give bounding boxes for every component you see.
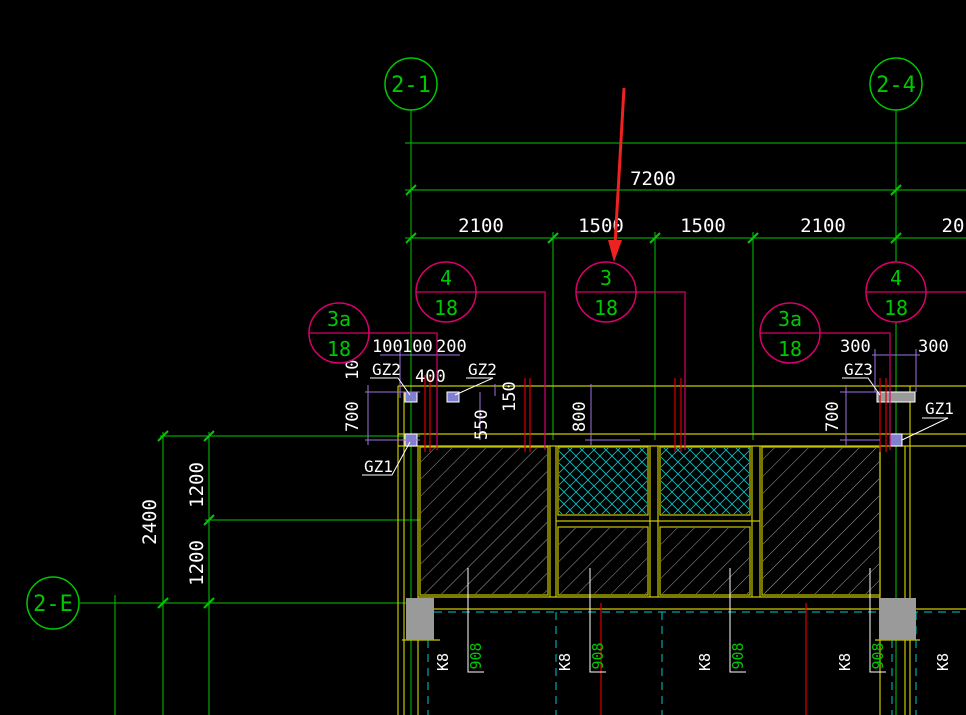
detail-callout-5[interactable]: 418 <box>865 261 966 323</box>
beam-leader <box>869 568 886 673</box>
beam-value-label: 908 <box>869 642 887 669</box>
gz-columns <box>404 391 916 447</box>
dim-1500-b: 1500 <box>680 215 726 237</box>
axis-bubble-2-e[interactable]: 2-E <box>26 576 80 630</box>
dimension-text-left: 1200 1200 2400 <box>139 462 208 586</box>
beam-k8-label: K8 <box>434 653 452 671</box>
callout-number: 4 <box>440 266 452 290</box>
beam-leader <box>467 568 484 673</box>
beam-leader <box>589 568 606 673</box>
dim-7200: 7200 <box>630 168 676 190</box>
gz2-left-box <box>404 391 418 403</box>
beam-k8-label: K8 <box>696 653 714 671</box>
dim-700-a: 700 <box>343 401 363 432</box>
hatched-panel <box>559 528 647 594</box>
column-tags: GZ2 GZ2 GZ1 GZ3 GZ1 <box>362 360 954 476</box>
callout-sheet: 18 <box>594 296 618 320</box>
dim-1200-upper: 1200 <box>186 462 208 508</box>
red-arrow-annotation <box>608 87 626 262</box>
axis-bubble-2-1[interactable]: 2-1 <box>384 57 438 111</box>
dimension-text-top: 7200 2100 1500 1500 2100 20 <box>458 168 964 237</box>
hatched-panel <box>421 448 547 594</box>
beam-label-4[interactable]: K8 908 <box>836 568 887 673</box>
callout-leader <box>820 332 891 450</box>
axis-label: 2-4 <box>876 73 916 98</box>
callout-number: 3a <box>327 307 351 331</box>
beam-k8-label: K8 <box>556 653 574 671</box>
column-block-right <box>879 598 916 640</box>
cross-hatched-panel <box>661 448 749 514</box>
beam-label-1[interactable]: K8 908 <box>434 568 485 673</box>
callout-leader <box>476 291 546 450</box>
dim-800: 800 <box>570 401 590 432</box>
dim-700-b: 700 <box>823 401 843 432</box>
dim-2100-a: 2100 <box>458 215 504 237</box>
tag-gz1-right[interactable]: GZ1 <box>925 399 954 418</box>
beam-value-label: 908 <box>589 642 607 669</box>
tag-gz2-left[interactable]: GZ2 <box>372 360 401 379</box>
callout-sheet: 18 <box>434 296 458 320</box>
dim-100-b: 100 <box>402 337 433 357</box>
beam-label-2[interactable]: K8 908 <box>556 568 607 673</box>
hatched-panel <box>763 448 879 594</box>
dim-550: 550 <box>472 409 492 440</box>
axis-bubble-2-4[interactable]: 2-4 <box>869 57 923 111</box>
beam-k8-label: K8 <box>836 653 854 671</box>
tag-gz3[interactable]: GZ3 <box>844 360 873 379</box>
column-block-left <box>406 598 434 640</box>
hatched-panel <box>661 528 749 594</box>
beam-k8-label: K8 <box>934 653 952 671</box>
callout-number: 3a <box>778 307 802 331</box>
callout-number: 3 <box>600 266 612 290</box>
callout-leader <box>369 332 438 450</box>
detail-callout-2[interactable]: 418 <box>415 261 546 450</box>
gz1-right-box <box>889 433 903 447</box>
callout-leader <box>636 291 686 450</box>
callout-sheet: 18 <box>778 337 802 361</box>
tag-gz2-right[interactable]: GZ2 <box>468 360 497 379</box>
dim-1500-a: 1500 <box>578 215 624 237</box>
dimension-lines-left <box>114 430 420 715</box>
callout-sheet: 18 <box>884 296 908 320</box>
detail-callout-3[interactable]: 318 <box>575 261 686 450</box>
dim-1200-lower: 1200 <box>186 540 208 586</box>
tag-gz1-left[interactable]: GZ1 <box>364 457 393 476</box>
callout-number: 4 <box>890 266 902 290</box>
axis-label: 2-1 <box>391 73 431 98</box>
dim-300-b: 300 <box>918 337 949 357</box>
dim-150: 150 <box>500 381 520 412</box>
dim-300-a: 300 <box>840 337 871 357</box>
callout-sheet: 18 <box>327 337 351 361</box>
beam-value-label: 908 <box>467 642 485 669</box>
dimension-lines-top <box>405 142 966 440</box>
concrete-columns <box>406 598 916 640</box>
gz2-right-box <box>446 391 460 403</box>
beam-label-5[interactable]: K8 <box>934 653 952 671</box>
dim-2400: 2400 <box>139 499 161 545</box>
dim-400: 400 <box>415 367 446 387</box>
beam-labels: K8 908 K8 908 K8 908 K8 908 K8 <box>434 568 952 673</box>
cross-hatched-panel <box>559 448 647 514</box>
dim-20-partial: 20 <box>942 215 965 237</box>
beam-leader <box>729 568 746 673</box>
beam-label-3[interactable]: K8 908 <box>696 568 747 673</box>
small-dim-text: 100 100 200 400 100 700 550 150 800 700 … <box>343 337 949 440</box>
beam-value-label: 908 <box>729 642 747 669</box>
dim-2100-b: 2100 <box>800 215 846 237</box>
axis-label: 2-E <box>33 592 73 617</box>
slab-hatching <box>421 448 879 594</box>
dim-100-a: 100 <box>372 337 403 357</box>
gz3-box <box>876 391 916 403</box>
dim-200: 200 <box>436 337 467 357</box>
small-dims <box>365 348 920 445</box>
